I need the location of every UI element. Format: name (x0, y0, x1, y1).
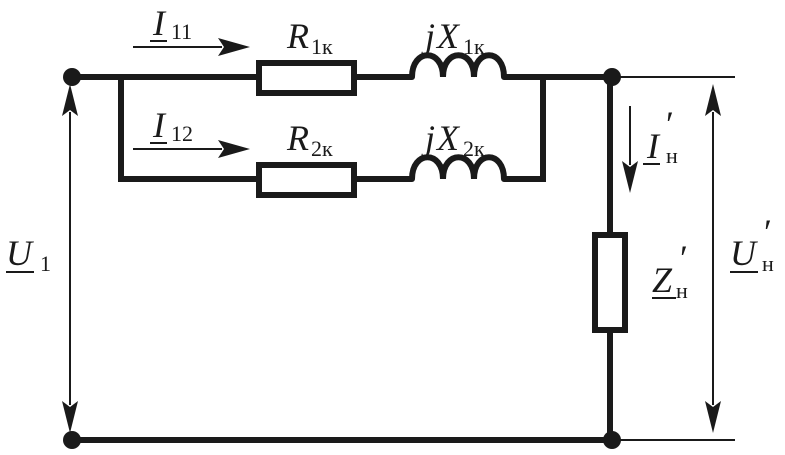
svg-text:R: R (286, 16, 309, 56)
svg-text:1к: 1к (311, 34, 333, 59)
label-x1k: j X 1к (421, 16, 485, 59)
label-r2k: R 2к (286, 118, 333, 161)
svg-text:U: U (6, 233, 34, 273)
inductor-x2k (409, 154, 507, 182)
svg-text:2к: 2к (311, 136, 333, 161)
voltage-arrow-un (705, 84, 721, 433)
svg-text:1: 1 (40, 251, 51, 276)
svg-text:1к: 1к (463, 34, 485, 59)
svg-text:I: I (152, 3, 167, 43)
svg-text:j: j (421, 118, 435, 158)
resistor-r1k (256, 60, 357, 96)
terminal-node-top-left (63, 68, 81, 86)
current-arrow-in (622, 106, 638, 193)
resistor-r2k (256, 162, 357, 198)
current-arrow-i12 (133, 140, 250, 158)
svg-text:′: ′ (666, 104, 674, 144)
svg-text:12: 12 (171, 121, 193, 146)
terminal-node-bottom-left (63, 431, 81, 449)
branch-right-wire (504, 77, 546, 182)
svg-text:′: ′ (680, 238, 688, 278)
current-arrow-i11 (133, 38, 250, 56)
svg-text:j: j (421, 16, 435, 56)
label-r1k: R 1к (286, 16, 333, 59)
svg-text:I: I (152, 105, 167, 145)
terminal-node-top-right (603, 68, 621, 86)
load-impedance-zn (592, 232, 628, 333)
label-in: I н ′ (643, 104, 678, 168)
svg-text:н: н (676, 278, 688, 303)
svg-text:I: I (646, 126, 661, 166)
label-i11: I 11 (150, 3, 192, 44)
terminal-node-bottom-right (603, 431, 621, 449)
svg-text:R: R (286, 118, 309, 158)
label-x2k: j X 2к (421, 118, 485, 161)
svg-text:U: U (730, 233, 758, 273)
branch-left-wire (118, 77, 259, 182)
svg-text:X: X (435, 118, 461, 158)
svg-text:11: 11 (171, 19, 192, 44)
svg-text:X: X (435, 16, 461, 56)
svg-text:н: н (762, 251, 774, 276)
wires (72, 74, 735, 443)
svg-text:н: н (666, 143, 678, 168)
label-un: U н ′ (730, 212, 774, 276)
inductor-x1k (409, 52, 507, 80)
svg-text:2к: 2к (463, 136, 485, 161)
svg-text:′: ′ (764, 212, 772, 252)
label-u1: U 1 (6, 233, 51, 276)
label-i12: I 12 (150, 105, 193, 146)
svg-text:Z: Z (652, 260, 673, 300)
voltage-arrow-u1 (62, 84, 78, 433)
label-zn: Z н ′ (652, 238, 688, 303)
